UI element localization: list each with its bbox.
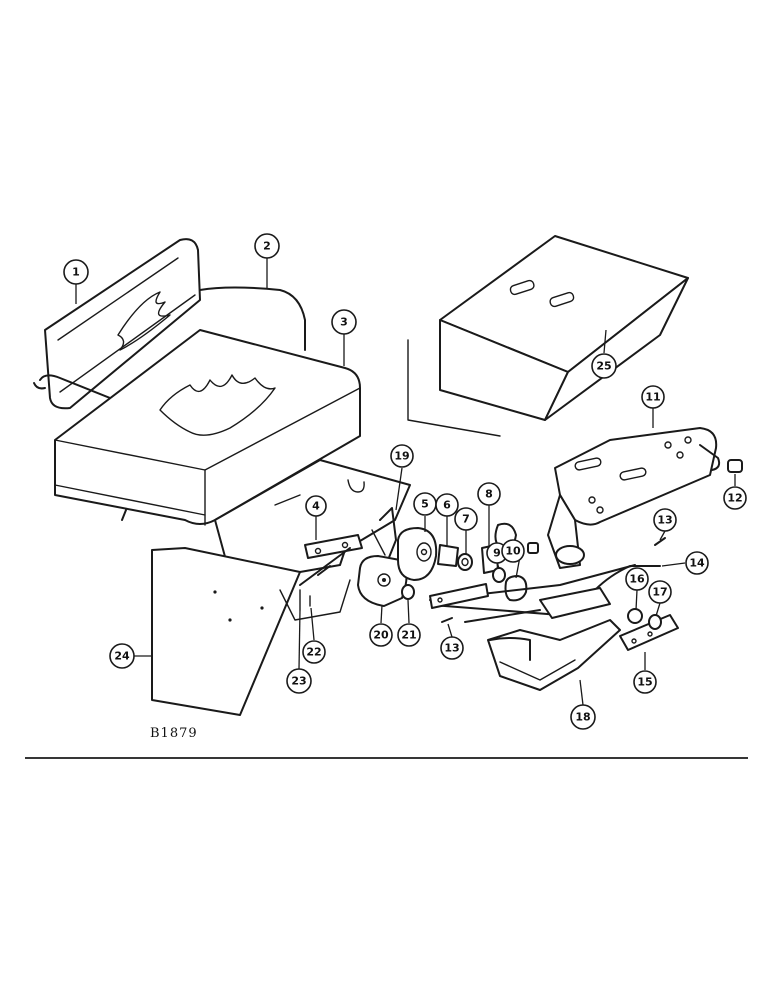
callout-label: 10 [505, 545, 521, 558]
callout-22: 22 [302, 640, 326, 664]
callout-label: 3 [340, 316, 348, 329]
callout-6: 6 [435, 493, 459, 517]
callout-label: 13 [657, 514, 672, 527]
callout-label: 12 [727, 492, 742, 505]
figure-code: B1879 [150, 726, 198, 741]
seat-cushion [54, 329, 361, 526]
callout-label: 2 [263, 240, 271, 253]
callout-label: 6 [443, 499, 451, 512]
callout-label: 19 [394, 450, 409, 463]
leader-lines [75, 258, 736, 706]
callout-8: 8 [477, 482, 501, 506]
callout-23: 23 [286, 668, 312, 694]
callout-label: 8 [485, 488, 493, 501]
callout-25: 25 [591, 353, 617, 379]
callout-10: 10 [501, 539, 525, 563]
callout-11: 11 [641, 385, 665, 409]
callout-14: 14 [685, 551, 709, 575]
callout-label: 13 [444, 642, 459, 655]
callout-24: 24 [109, 643, 135, 669]
callout-label: 23 [291, 675, 306, 688]
callout-5: 5 [413, 492, 437, 516]
callout-label: 9 [493, 547, 501, 560]
seat-frame [429, 564, 679, 691]
callout-3: 3 [331, 309, 357, 335]
callout-12: 12 [723, 486, 747, 510]
roll-pins [441, 537, 666, 623]
callout-17: 17 [648, 580, 672, 604]
callout-label: 4 [312, 500, 320, 513]
callout-label: 18 [575, 711, 590, 724]
callout-label: 25 [596, 360, 611, 373]
top-cover [407, 235, 689, 437]
callout-label: 21 [401, 629, 416, 642]
callout-label: 15 [637, 676, 652, 689]
callout-label: 5 [421, 498, 429, 511]
callout-label: 14 [689, 557, 705, 570]
callout-19: 19 [390, 444, 414, 468]
callout-21: 21 [397, 623, 421, 647]
bushing-12 [727, 459, 743, 473]
callout-label: 16 [629, 573, 645, 586]
callout-label: 1 [72, 266, 80, 279]
callout-label: 11 [645, 391, 660, 404]
callout-2: 2 [254, 233, 280, 259]
seat-base-panel [151, 547, 351, 716]
callout-20: 20 [369, 623, 393, 647]
callout-label: 24 [114, 650, 130, 663]
callout-18: 18 [570, 704, 596, 730]
callout-13-lower: 13 [440, 636, 464, 660]
callout-label: 17 [652, 586, 667, 599]
mounting-plate [547, 427, 721, 569]
seat-back [44, 238, 201, 410]
callout-1: 1 [63, 259, 89, 285]
callout-label: 7 [462, 513, 470, 526]
callout-label: 20 [373, 629, 389, 642]
callout-4: 4 [305, 495, 327, 517]
callout-label: 22 [306, 646, 321, 659]
callout-16: 16 [625, 567, 649, 591]
callout-13-upper: 13 [653, 508, 677, 532]
callout-15: 15 [633, 670, 657, 694]
callout-7: 7 [454, 507, 478, 531]
